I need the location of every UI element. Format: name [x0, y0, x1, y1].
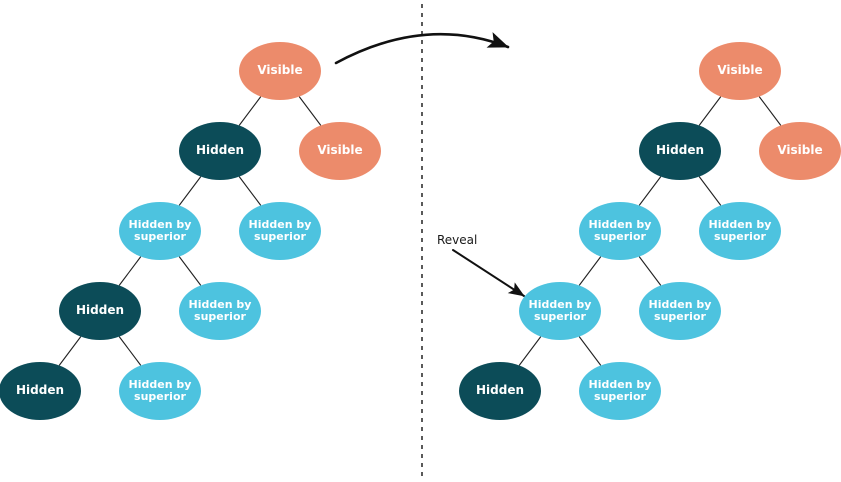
tree-edge [578, 336, 602, 366]
tree-edge [758, 96, 782, 126]
tree-node-hidden[interactable]: Hidden [639, 122, 721, 180]
tree-edge [638, 176, 662, 206]
tree-node-label: Hidden by superior [708, 217, 772, 243]
tree-edge [578, 256, 602, 286]
tree-node-label: Hidden by superior [588, 217, 652, 243]
tree-node-hidden-by-superior[interactable]: Hidden by superior [239, 202, 321, 260]
tree-node-visible[interactable]: Visible [299, 122, 381, 180]
tree-node-visible[interactable]: Visible [759, 122, 841, 180]
tree-node-hidden-by-superior[interactable]: Hidden by superior [119, 362, 201, 420]
reveal-arrow-icon [452, 249, 525, 297]
tree-node-label: Visible [777, 143, 823, 158]
tree-node-label: Hidden by superior [248, 217, 312, 243]
tree-edge [58, 336, 82, 366]
tree-node-label: Hidden [75, 303, 125, 318]
tree-node-hidden-by-superior[interactable]: Hidden by superior [699, 202, 781, 260]
tree-node-hidden-by-superior[interactable]: Hidden by superior [579, 362, 661, 420]
tree-node-label: Hidden [475, 383, 525, 398]
tree-node-label: Hidden by superior [648, 297, 712, 323]
tree-edge [298, 96, 322, 126]
tree-node-label: Hidden [655, 143, 705, 158]
tree-node-hidden-by-superior[interactable]: Hidden by superior [119, 202, 201, 260]
tree-edge [518, 336, 542, 366]
tree-node-label: Hidden by superior [128, 377, 192, 403]
tree-edge [118, 256, 142, 286]
tree-edge [238, 96, 262, 126]
transform-arrow-icon [334, 32, 510, 65]
tree-edge [698, 176, 722, 206]
tree-node-hidden[interactable]: Hidden [0, 362, 81, 420]
reveal-label: Reveal [437, 233, 478, 247]
tree-node-visible[interactable]: Visible [699, 42, 781, 100]
tree-node-label: Hidden [195, 143, 245, 158]
tree-node-visible[interactable]: Visible [239, 42, 321, 100]
tree-edge [638, 256, 662, 286]
tree-node-label: Hidden by superior [588, 377, 652, 403]
tree-node-hidden-by-superior[interactable]: Hidden by superior [639, 282, 721, 340]
tree-node-label: Hidden [15, 383, 65, 398]
tree-edge [178, 256, 202, 286]
tree-node-label: Hidden by superior [128, 217, 192, 243]
tree-node-label: Visible [257, 63, 303, 78]
tree-node-label: Visible [317, 143, 363, 158]
tree-node-label: Hidden by superior [528, 297, 592, 323]
tree-node-hidden-by-superior[interactable]: Hidden by superior [519, 282, 601, 340]
tree-node-hidden[interactable]: Hidden [179, 122, 261, 180]
tree-node-hidden[interactable]: Hidden [59, 282, 141, 340]
tree-node-label: Hidden by superior [188, 297, 252, 323]
tree-node-hidden[interactable]: Hidden [459, 362, 541, 420]
tree-edge [238, 176, 262, 206]
tree-node-hidden-by-superior[interactable]: Hidden by superior [179, 282, 261, 340]
tree-edge [118, 336, 142, 366]
tree-node-label: Visible [717, 63, 763, 78]
tree-edge [178, 176, 202, 206]
tree-node-hidden-by-superior[interactable]: Hidden by superior [579, 202, 661, 260]
tree-edge [698, 96, 722, 126]
